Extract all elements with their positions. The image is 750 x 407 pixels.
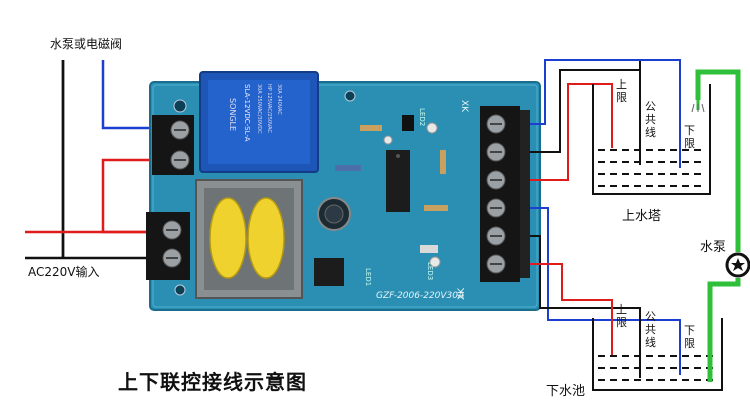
wire-upper-tower-common-black [530, 69, 641, 165]
ac-input-terminal [146, 212, 190, 280]
transformer [195, 179, 303, 299]
lower-limit-bottom-label: 下限 [684, 324, 695, 350]
wire-upper-tower-common [530, 59, 641, 162]
xk-top-label: XK [459, 100, 469, 113]
relay-spec-3: 30A 240VAC [276, 84, 282, 115]
common-line-top-label: 公共线 [645, 100, 656, 139]
sensor-terminal-block [480, 106, 530, 282]
board-model-code: GZF-2006-220V30A [376, 291, 464, 301]
lower-limit-top-label: 下限 [684, 124, 695, 150]
ic-chip [386, 150, 410, 212]
wire-lower-pool-common [530, 235, 641, 378]
lower-pool-water [598, 355, 717, 381]
diagram-caption: 上下联控接线示意图 [118, 370, 307, 394]
led-2 [383, 135, 393, 145]
wire-lower-pool-upper [530, 263, 613, 356]
wire-upper-tower-lower [530, 59, 681, 168]
lower-pool-tank [592, 318, 723, 391]
wire-upper-tower-upper [530, 83, 613, 181]
led2-label: LED2 [418, 108, 426, 126]
pump-icon [725, 252, 750, 278]
relay-output-terminal [152, 115, 194, 175]
bridge-rectifier [314, 258, 344, 286]
pump-label: 水泵 [700, 240, 727, 255]
relay-model: SLA-12VDC-SL-A [243, 84, 251, 142]
relay-brand: SONGLE [228, 98, 237, 131]
upper-tower-label: 上水塔 [622, 209, 662, 224]
led1-label: LED1 [364, 268, 372, 286]
led-1 [426, 122, 438, 134]
blue-wire-pump [101, 60, 165, 130]
upper-limit-bottom-label: 上限 [616, 303, 627, 329]
ac-input-label: AC220V输入 [28, 265, 100, 279]
wire-lower-pool-lower [530, 207, 681, 375]
led3-label: LED3 [426, 262, 434, 280]
xk-bottom-label: XK [457, 287, 467, 300]
water-pipe-lower [707, 278, 741, 382]
upper-tower-tank [592, 84, 711, 195]
relay-spec-1: 30A 250VAC/30VDC [256, 84, 262, 134]
led-3 [429, 256, 441, 268]
relay-spec-2: HP 125VAC/250VAC [266, 84, 272, 133]
relay: SONGLE SLA-12VDC-SL-A 30A 250VAC/30VDC H… [199, 71, 319, 173]
pump-or-valve-label: 水泵或电磁阀 [50, 37, 123, 51]
water-pipe [695, 69, 741, 252]
common-line-bottom-label: 公共线 [645, 310, 656, 349]
upper-tower-water [598, 149, 705, 187]
capacitor [317, 197, 351, 231]
transistor [402, 115, 414, 131]
upper-limit-top-label: 上限 [616, 78, 627, 104]
lower-pool-label: 下水池 [546, 384, 586, 399]
outlet-icon [691, 100, 705, 113]
